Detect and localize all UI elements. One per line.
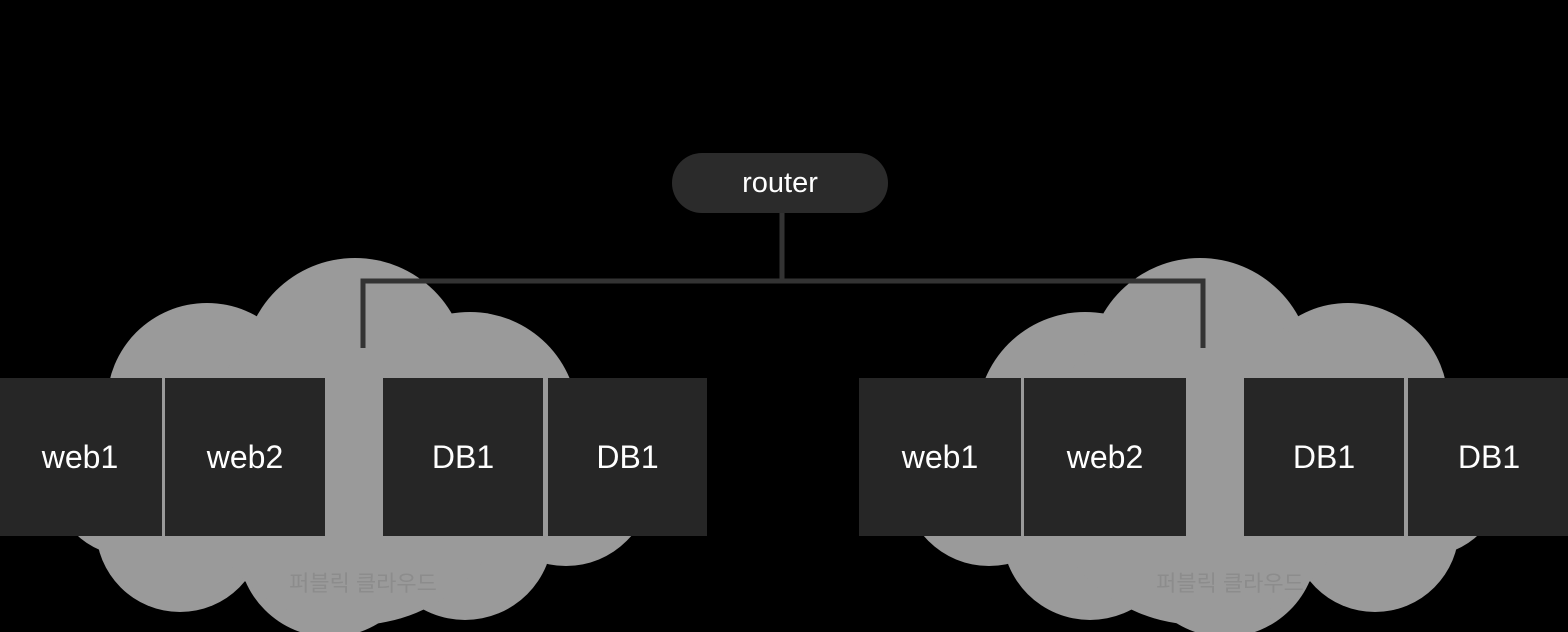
node-label: DB1 bbox=[596, 438, 659, 475]
connector-lines bbox=[360, 212, 1206, 348]
node-label: DB1 bbox=[1457, 438, 1521, 475]
node-cloud1-db1-a: DB1 bbox=[383, 378, 543, 536]
node-label: web1 bbox=[41, 438, 119, 475]
node-cloud1-db1-b: DB1 bbox=[548, 378, 707, 536]
node-label: DB1 bbox=[1292, 438, 1356, 475]
node-cloud1-web1: web1 bbox=[0, 378, 162, 536]
router-node-label: router bbox=[742, 166, 818, 199]
node-cloud2-db1-a: DB1 bbox=[1244, 378, 1404, 536]
cloud-label-right: 퍼블릭 클라우드 bbox=[1156, 571, 1304, 596]
node-cloud1-web2: web2 bbox=[165, 378, 325, 536]
node-label: web2 bbox=[1066, 438, 1144, 475]
node-cloud2-web2: web2 bbox=[1024, 378, 1186, 536]
node-cloud2-web1: web1 bbox=[859, 378, 1021, 536]
router-node: router bbox=[672, 153, 888, 213]
node-cloud2-db1-b: DB1 bbox=[1408, 378, 1568, 536]
node-label: web1 bbox=[901, 438, 979, 475]
node-label: DB1 bbox=[431, 438, 495, 475]
cloud-label-left: 퍼블릭 클라우드 bbox=[289, 571, 437, 596]
node-label: web2 bbox=[206, 438, 284, 475]
